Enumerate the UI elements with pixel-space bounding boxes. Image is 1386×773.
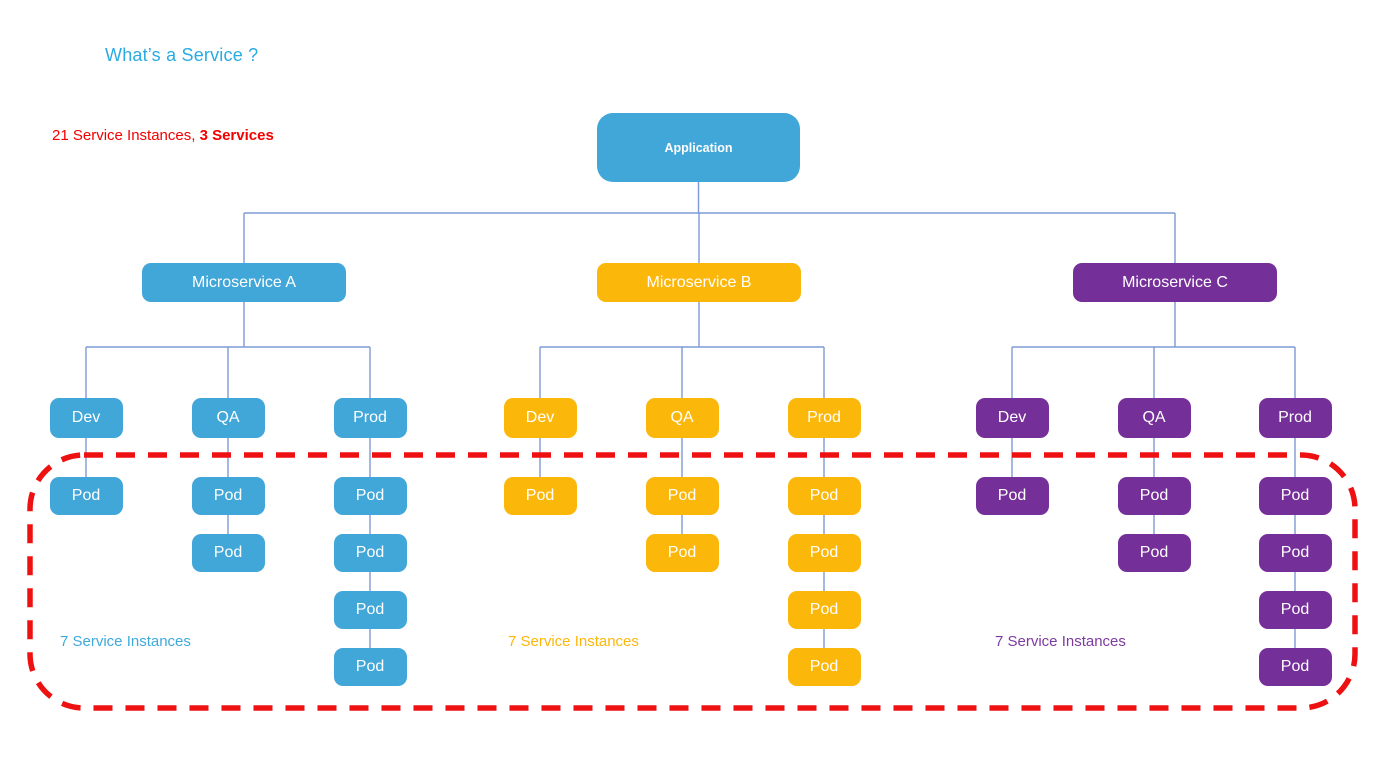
service-instances-highlight — [27, 452, 1358, 711]
pod-node-label: Pod — [1280, 658, 1310, 675]
pod-node: Pod — [1117, 477, 1191, 515]
pod-node-label: Pod — [809, 658, 839, 675]
pod-node: Pod — [191, 477, 265, 515]
pod-node-label: Pod — [355, 544, 385, 561]
pod-node: Pod — [1258, 534, 1332, 572]
env-node: QA — [645, 398, 719, 438]
service-node: Microservice C — [1073, 263, 1277, 302]
env-node-label: Prod — [807, 409, 841, 426]
pod-node: Pod — [787, 648, 861, 686]
pod-node: Pod — [1258, 477, 1332, 515]
pod-node-label: Pod — [1139, 487, 1169, 504]
pod-node-label: Pod — [1280, 544, 1310, 561]
pod-node-label: Pod — [1280, 487, 1310, 504]
pod-node: Pod — [1258, 591, 1332, 629]
pod-node-label: Pod — [667, 487, 697, 504]
pod-node-label: Pod — [213, 544, 243, 561]
pod-node: Pod — [333, 648, 407, 686]
pod-node-label: Pod — [1280, 601, 1310, 618]
summary-normal: 21 Service Instances, — [52, 127, 200, 144]
pod-node-label: Pod — [667, 544, 697, 561]
service-node-label: Microservice A — [191, 273, 297, 291]
service-node: Microservice A — [142, 263, 346, 302]
env-node-label: QA — [216, 409, 240, 426]
pod-node: Pod — [645, 534, 719, 572]
pod-node: Pod — [975, 477, 1049, 515]
env-node: Dev — [975, 398, 1049, 438]
env-node-label: QA — [670, 409, 694, 426]
pod-node-label: Pod — [809, 487, 839, 504]
env-node-label: Dev — [525, 409, 555, 426]
env-node: Prod — [787, 398, 861, 438]
pod-node: Pod — [333, 534, 407, 572]
pod-node-label: Pod — [809, 601, 839, 618]
env-node: Dev — [49, 398, 123, 438]
application-node: Application — [597, 113, 800, 182]
service-instance-count-label: 7 Service Instances — [60, 633, 191, 650]
service-instance-count-label: 7 Service Instances — [995, 633, 1126, 650]
pod-node: Pod — [1117, 534, 1191, 572]
env-node: Prod — [333, 398, 407, 438]
pod-node-label: Pod — [355, 658, 385, 675]
pod-node: Pod — [503, 477, 577, 515]
pod-node: Pod — [787, 591, 861, 629]
pod-node: Pod — [645, 477, 719, 515]
pod-node-label: Pod — [809, 544, 839, 561]
env-node-label: QA — [1142, 409, 1166, 426]
pod-node-label: Pod — [71, 487, 101, 504]
pod-node: Pod — [333, 477, 407, 515]
service-node: Microservice B — [597, 263, 801, 302]
pod-node-label: Pod — [525, 487, 555, 504]
pod-node: Pod — [333, 591, 407, 629]
summary-text: 21 Service Instances, 3 Services — [52, 127, 274, 144]
application-node-label: Application — [664, 140, 733, 155]
pod-node: Pod — [787, 534, 861, 572]
env-node-label: Prod — [1278, 409, 1312, 426]
env-node-label: Prod — [353, 409, 387, 426]
pod-node-label: Pod — [1139, 544, 1169, 561]
service-node-label: Microservice C — [1122, 273, 1228, 291]
page-title: What’s a Service ? — [105, 45, 259, 65]
service-node-label: Microservice B — [646, 273, 752, 291]
service-instance-count-label: 7 Service Instances — [508, 633, 639, 650]
summary-bold: 3 Services — [199, 127, 274, 144]
pod-node-label: Pod — [213, 487, 243, 504]
pod-node: Pod — [1258, 648, 1332, 686]
pod-node: Pod — [787, 477, 861, 515]
env-node: Prod — [1258, 398, 1332, 438]
pod-node: Pod — [191, 534, 265, 572]
env-node: Dev — [503, 398, 577, 438]
pod-node-label: Pod — [355, 487, 385, 504]
env-node-label: Dev — [71, 409, 101, 426]
env-node: QA — [1117, 398, 1191, 438]
env-node-label: Dev — [997, 409, 1027, 426]
pod-node: Pod — [49, 477, 123, 515]
pod-node-label: Pod — [997, 487, 1027, 504]
env-node: QA — [191, 398, 265, 438]
pod-node-label: Pod — [355, 601, 385, 618]
